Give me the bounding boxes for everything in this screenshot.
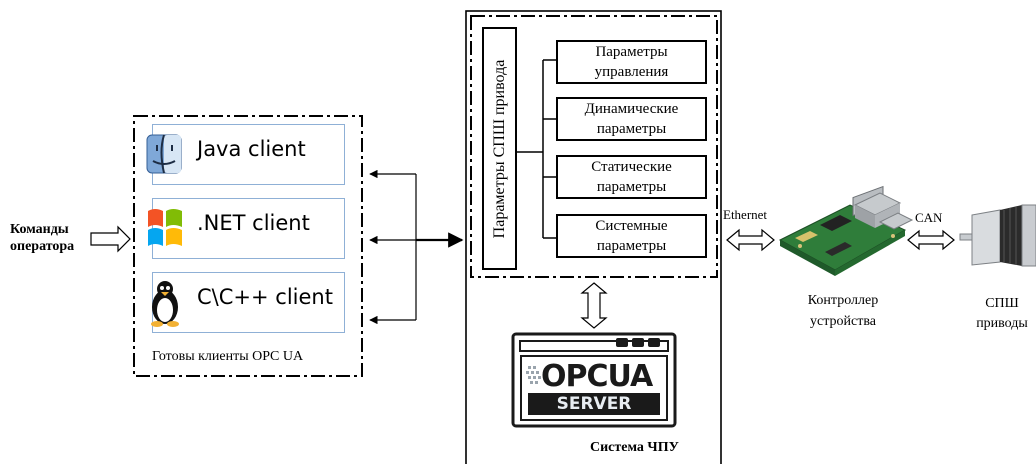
controller-line2: устройства (778, 311, 908, 332)
param-box-static: Статические параметры (556, 155, 707, 199)
drives-label: СПШ приводы (970, 294, 1034, 334)
param-control-line2: управления (558, 62, 705, 82)
controller-label: Контроллер устройства (778, 290, 908, 332)
param-static-line2: параметры (558, 177, 705, 197)
drives-line2: приводы (970, 314, 1034, 334)
param-box-control: Параметры управления (556, 40, 707, 84)
param-system-line2: параметры (558, 236, 705, 256)
cnc-system-title: Система ЧПУ (590, 440, 679, 456)
server-link-arrow (582, 283, 606, 328)
opcua-logo-bottom: SERVER (528, 393, 660, 415)
windows-logo-icon (145, 205, 185, 253)
client-dotnet: .NET client (152, 198, 345, 259)
operator-label: Команды оператора (10, 221, 74, 255)
ethernet-label: Ethernet (723, 207, 767, 223)
ethernet-arrow (727, 230, 774, 250)
operator-arrow (91, 227, 130, 251)
java-client-label: Java client (197, 137, 306, 161)
can-label: CAN (915, 210, 942, 226)
drive-params-vertical-box: Параметры СПШ привода (482, 27, 517, 270)
drives-line1: СПШ (970, 294, 1034, 314)
param-box-dynamic: Динамические параметры (556, 97, 707, 141)
param-box-system: Системные параметры (556, 214, 707, 258)
linux-penguin-icon (145, 279, 185, 327)
controller-line1: Контроллер (778, 290, 908, 311)
param-dynamic-line2: параметры (558, 119, 705, 139)
client-java: Java client (152, 124, 345, 185)
controller-board-icon (780, 187, 912, 276)
param-system-line1: Системные (558, 216, 705, 236)
operator-label-line2: оператора (10, 238, 74, 255)
cpp-client-label: C\C++ client (197, 285, 333, 309)
operator-label-line1: Команды (10, 221, 74, 238)
param-static-line1: Статические (558, 157, 705, 177)
finder-face-icon (145, 131, 185, 179)
param-dynamic-line1: Динамические (558, 99, 705, 119)
client-cpp: C\C++ client (152, 272, 345, 333)
drive-params-vertical-label: Параметры СПШ привода (491, 59, 509, 238)
can-arrow (908, 231, 954, 249)
clients-caption: Готовы клиенты OPC UA (152, 349, 303, 365)
opcua-logo-top: OPCUA (541, 359, 652, 394)
stepper-motor-icon (960, 205, 1036, 266)
param-control-line1: Параметры (558, 42, 705, 62)
dotnet-client-label: .NET client (197, 211, 310, 235)
